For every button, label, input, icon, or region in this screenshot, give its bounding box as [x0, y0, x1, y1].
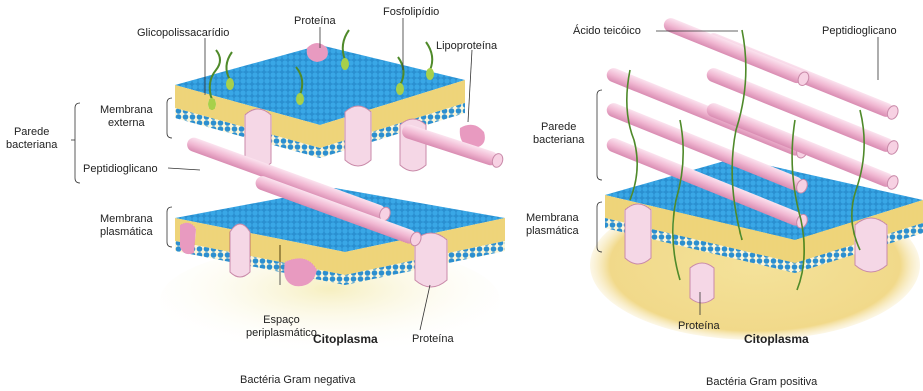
label-membrana-plasmatica-left: Membrana plasmática [100, 213, 153, 239]
protein-shape [690, 263, 714, 303]
caption-gram-positiva: Bactéria Gram positiva [706, 376, 817, 388]
protein-shape [230, 224, 250, 277]
label-proteina-right: Proteína [678, 320, 720, 333]
protein-shape [625, 204, 651, 264]
protein-shape [855, 218, 887, 272]
label-proteina-bottom: Proteína [412, 333, 454, 346]
label-membrana-plasmatica-right: Membrana plasmática [526, 212, 579, 238]
caption-gram-negativa: Bactéria Gram negativa [240, 374, 356, 386]
label-parede-bacteriana-right: Parede bacteriana [533, 121, 584, 147]
label-fosfolipidio: Fosfolipídio [383, 6, 439, 19]
brackets-right [597, 90, 602, 252]
label-citoplasma-left: Citoplasma [313, 333, 378, 346]
label-proteina-top: Proteína [294, 15, 336, 28]
label-peptidioglicano-right: Peptidioglicano [822, 25, 897, 38]
label-lipoproteina: Lipoproteína [436, 40, 497, 53]
protein-shape [180, 223, 196, 254]
protein-shape [345, 106, 371, 166]
label-espaco-periplasmatico: Espaço periplasmático [246, 314, 317, 340]
label-peptidioglicano-left: Peptidioglicano [83, 163, 158, 176]
gram-negative-illustration [71, 18, 505, 355]
label-membrana-externa: Membrana externa [100, 104, 153, 130]
label-acido-teicoico: Ácido teicóico [573, 25, 641, 38]
label-parede-bacteriana-left: Parede bacteriana [6, 126, 57, 152]
label-glicopolissacaridio: Glicopolissacarídio [137, 27, 229, 40]
label-citoplasma-right: Citoplasma [744, 333, 809, 346]
gram-positive-illustration [590, 16, 923, 340]
